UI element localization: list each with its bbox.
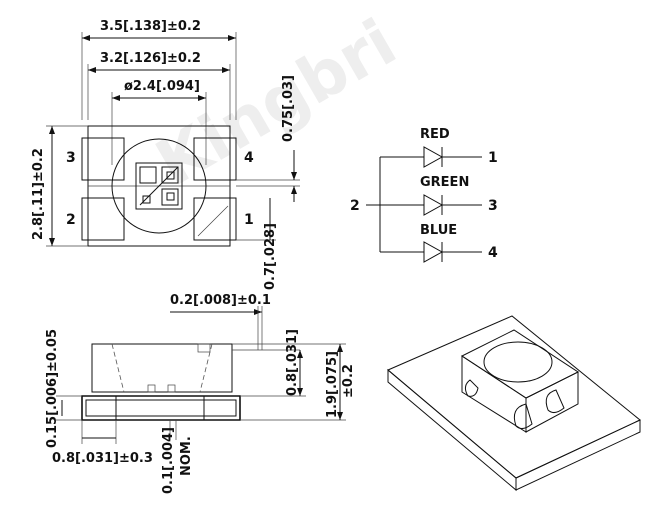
dim-pad-gap: 0.75[.03] [281,75,296,142]
iso-lens [483,341,553,383]
top-view: 3.5[.138]±0.2 3.2[.126]±0.2 ø2.4[.094] [31,19,300,290]
led-green-label: GREEN [420,175,469,190]
dim-pad-width: 0.7[.028] [263,223,278,290]
pad-2 [81,197,125,241]
dim-body-width: 3.2[.126]±0.2 [100,51,201,66]
schematic: 2 RED 1 GREEN 3 BLUE 4 [350,127,498,263]
pin-label-4: 4 [244,150,254,166]
dim-bottom-lead: 0.8[.031]±0.3 [52,451,153,466]
dim-side-left: 0.15[.006]±0.05 [45,329,60,448]
dim-nom: NOM. [179,436,194,476]
dim-standoff: 0.1[.004] [161,427,176,494]
dim-height: 2.8[.11]±0.2 [31,148,46,240]
led-red-diode [423,146,444,168]
side-body [91,343,233,393]
pad-4 [193,137,237,181]
pin-label-2: 2 [66,212,76,228]
pad-1 [193,197,237,241]
pad-3 [81,137,125,181]
dim-top-pad: 0.2[.008]±0.1 [170,293,271,308]
led-green-pin: 3 [488,198,498,214]
die-square [135,162,183,210]
iso-board-top [387,315,641,479]
led-blue-diode [423,241,444,263]
iso-view [387,315,641,492]
led-red-pin: 1 [488,150,498,166]
led-red-label: RED [420,127,450,142]
led-green-diode [423,194,444,216]
schematic-common-pin: 2 [350,198,360,214]
iso-package-top [460,329,580,399]
lens-circle [111,138,207,234]
dim-overall-width: 3.5[.138]±0.2 [100,19,201,34]
dim-height-a: 1.9[.075] [325,351,340,418]
side-view: 0.2[.008]±0.1 1.9[.075] ±0.2 0.8[.031] 0… [45,293,356,494]
pin-label-3: 3 [66,150,76,166]
dim-height-b: ±0.2 [341,364,356,398]
pin-label-1: 1 [244,212,254,228]
dim-lens-diameter: ø2.4[.094] [124,79,200,94]
dim-lead-len: 0.8[.031] [285,329,300,396]
led-blue-label: BLUE [420,223,457,238]
watermark-text: Kingbri [144,6,408,201]
led-blue-pin: 4 [488,245,498,261]
